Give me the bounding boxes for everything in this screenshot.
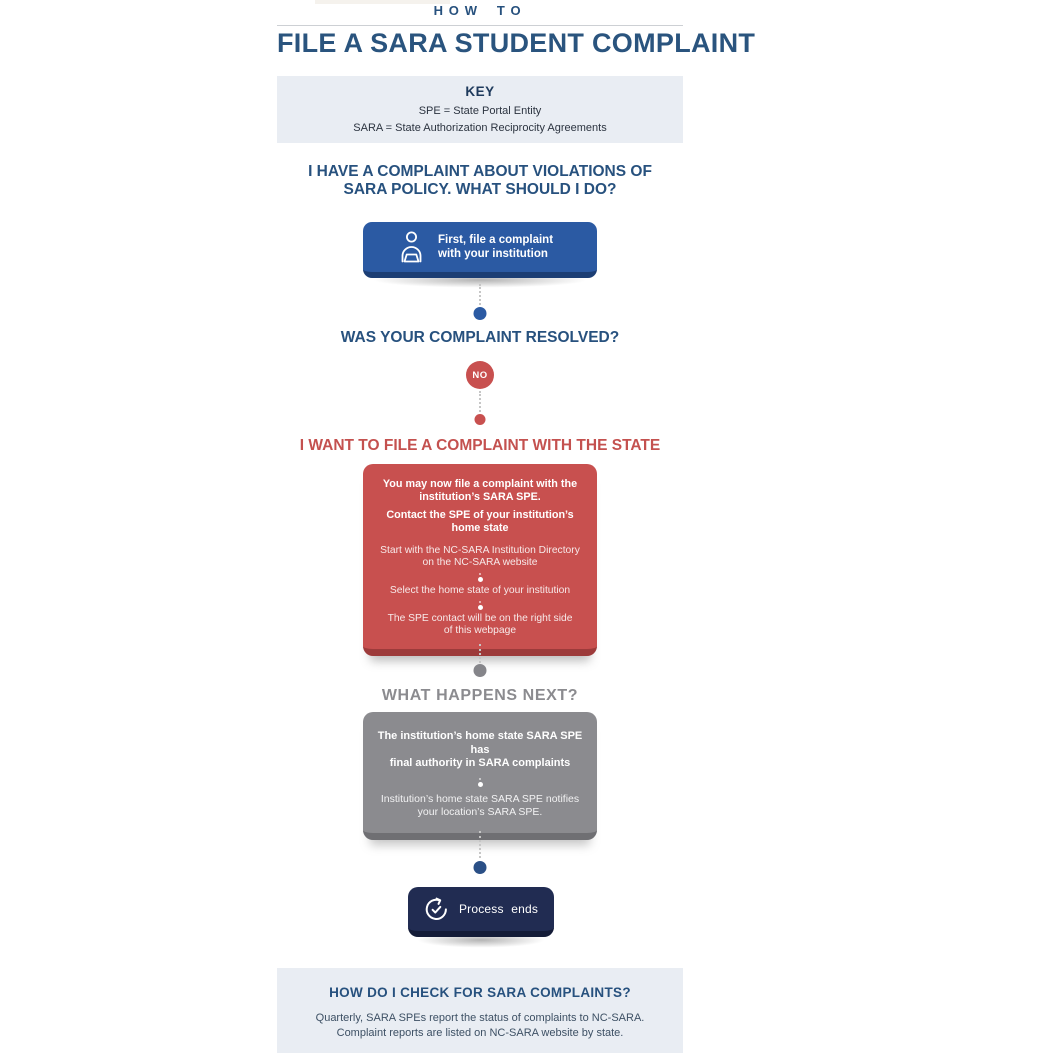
next-para1-line2: final authority in SARA complaints	[389, 757, 571, 769]
footer-line1: Quarterly, SARA SPEs report the status o…	[315, 1012, 645, 1024]
next-step-para1: The institution’s home state SARA SPE ha…	[374, 730, 586, 771]
person-at-laptop-icon	[401, 231, 422, 263]
step-institution-line1: First, file a complaint	[438, 234, 554, 246]
process-ends-box: Process ends	[408, 887, 554, 937]
list-separator-dot	[372, 573, 588, 582]
state-para3-line1: Start with the NC-SARA Institution Direc…	[380, 545, 580, 556]
key-line-spe: SPE = State Portal Entity	[418, 105, 542, 117]
connector-line-3	[479, 644, 481, 663]
footer-line2: Complaint reports are listed on NC-SARA …	[336, 1026, 624, 1039]
footer-heading: HOW DO I CHECK FOR SARA COMPLAINTS?	[329, 985, 631, 1000]
state-para5-line1: The SPE contact will be on the right sid…	[387, 613, 573, 624]
question-resolved: WAS YOUR COMPLAINT RESOLVED?	[340, 329, 620, 346]
footer-panel: HOW DO I CHECK FOR SARA COMPLAINTS? Quar…	[277, 968, 683, 1053]
title-divider	[277, 25, 683, 26]
footer-body: Quarterly, SARA SPEs report the status o…	[277, 1011, 683, 1040]
key-line-sara: SARA = State Authorization Reciprocity A…	[353, 122, 607, 134]
circular-arrow-check-icon	[425, 897, 447, 920]
question-violations-line2: SARA POLICY. WHAT SHOULD I DO?	[343, 180, 617, 198]
state-para4-line1: Select the home state of your institutio…	[389, 585, 571, 596]
process-ends-label: Process ends	[458, 902, 539, 916]
question-violations: I HAVE A COMPLAINT ABOUT VIOLATIONS OF S…	[277, 163, 683, 198]
state-para2-line2: home state	[451, 521, 509, 534]
question-violations-line1: I HAVE A COMPLAINT ABOUT VIOLATIONS OF	[308, 163, 652, 180]
eyebrow-how-to: HOW TO	[433, 3, 527, 18]
flow-dot-blue	[473, 307, 487, 320]
infographic-column: HOW TO FILE A SARA STUDENT COMPLAINT KEY…	[277, 0, 756, 1060]
state-step-para4: Select the home state of your institutio…	[372, 585, 588, 597]
key-panel: KEY SPE = State Portal Entity SARA = Sta…	[277, 76, 683, 143]
state-para3-line2: on the NC-SARA website	[422, 557, 538, 568]
state-step-para5: The SPE contact will be on the right sid…	[372, 613, 588, 637]
state-para2-line1: Contact the SPE of your institution’s	[386, 509, 574, 521]
next-para2-line2: your location’s SARA SPE.	[417, 805, 543, 818]
state-step-para2: Contact the SPE of your institution’s ho…	[372, 509, 588, 534]
connector-line-1	[479, 284, 481, 305]
next-step-para2: Institution’s home state SARA SPE notifi…	[374, 793, 586, 819]
step-institution-box: First, file a complaint with your instit…	[363, 222, 597, 278]
next-step-box: The institution’s home state SARA SPE ha…	[363, 712, 597, 840]
no-badge: NO	[466, 361, 494, 389]
connector-line-2	[479, 391, 481, 412]
state-step-para3: Start with the NC-SARA Institution Direc…	[372, 545, 588, 569]
page-title: FILE A SARA STUDENT COMPLAINT	[277, 28, 756, 58]
flow-dot-gray	[473, 664, 487, 677]
next-para1-line1: The institution’s home state SARA SPE ha…	[377, 730, 583, 756]
key-heading: KEY	[465, 84, 495, 99]
state-para1-line2: institution’s SARA SPE.	[419, 490, 541, 503]
list-separator-dot	[374, 777, 586, 787]
top-edge-artifact	[315, 0, 450, 4]
question-what-next: WHAT HAPPENS NEXT?	[381, 687, 579, 704]
state-para1-line1: You may now file a complaint with the	[382, 478, 578, 490]
next-para2-line1: Institution’s home state SARA SPE notifi…	[380, 792, 580, 805]
list-separator-dot	[372, 601, 588, 610]
state-para5-line2: of this webpage	[443, 625, 517, 636]
step-institution-line2: with your institution	[438, 248, 548, 260]
connector-line-4	[479, 831, 481, 858]
flow-dot-red	[474, 414, 486, 425]
question-file-state: I WANT TO FILE A COMPLAINT WITH THE STAT…	[299, 437, 661, 454]
state-step-box: You may now file a complaint with the in…	[363, 464, 597, 656]
step-institution-label: First, file a complaint with your instit…	[438, 233, 553, 261]
flow-dot-navy	[473, 861, 487, 874]
state-step-para1: You may now file a complaint with the in…	[372, 478, 588, 503]
